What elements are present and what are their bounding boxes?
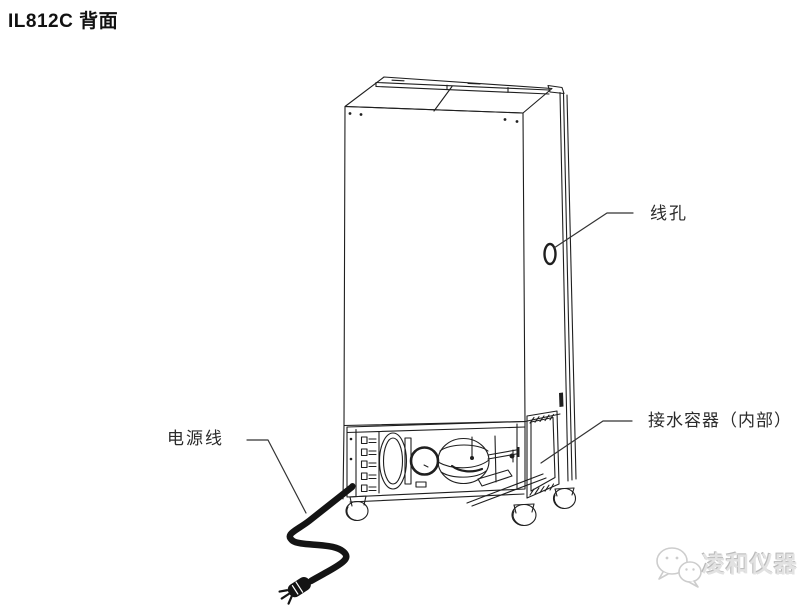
leader-water-container bbox=[540, 420, 633, 464]
back-panel bbox=[342, 105, 526, 500]
wire-hole bbox=[543, 242, 557, 266]
terminal-block bbox=[360, 431, 380, 494]
pipework bbox=[477, 435, 520, 487]
compressor bbox=[437, 436, 490, 485]
caster-middle bbox=[511, 503, 537, 527]
leader-power-cord bbox=[246, 439, 307, 514]
power-plug bbox=[278, 576, 311, 605]
wechat-icon bbox=[656, 547, 702, 588]
condenser-loop bbox=[378, 432, 412, 490]
caster-right bbox=[552, 487, 577, 510]
label-power-cord: 电源线 bbox=[167, 429, 224, 448]
machine-compartment bbox=[346, 420, 526, 498]
leader-lines bbox=[246, 212, 634, 514]
label-wire-hole: 线孔 bbox=[650, 204, 688, 223]
top-hinge-bar bbox=[375, 79, 565, 95]
water-container-panel bbox=[526, 410, 560, 499]
label-water-container: 接水容器（内部） bbox=[648, 411, 792, 430]
caster-left bbox=[345, 495, 369, 522]
watermark: 凌和仪器 bbox=[654, 545, 798, 579]
screw-dots bbox=[348, 112, 519, 123]
right-side-panel bbox=[516, 91, 577, 482]
base-rails bbox=[349, 473, 547, 507]
power-cord bbox=[286, 483, 356, 585]
watermark-brand-text: 凌和仪器 bbox=[702, 551, 798, 577]
leader-wire-hole bbox=[553, 212, 634, 249]
coil-ring bbox=[409, 446, 440, 488]
page-title: IL812C 背面 bbox=[8, 11, 119, 32]
